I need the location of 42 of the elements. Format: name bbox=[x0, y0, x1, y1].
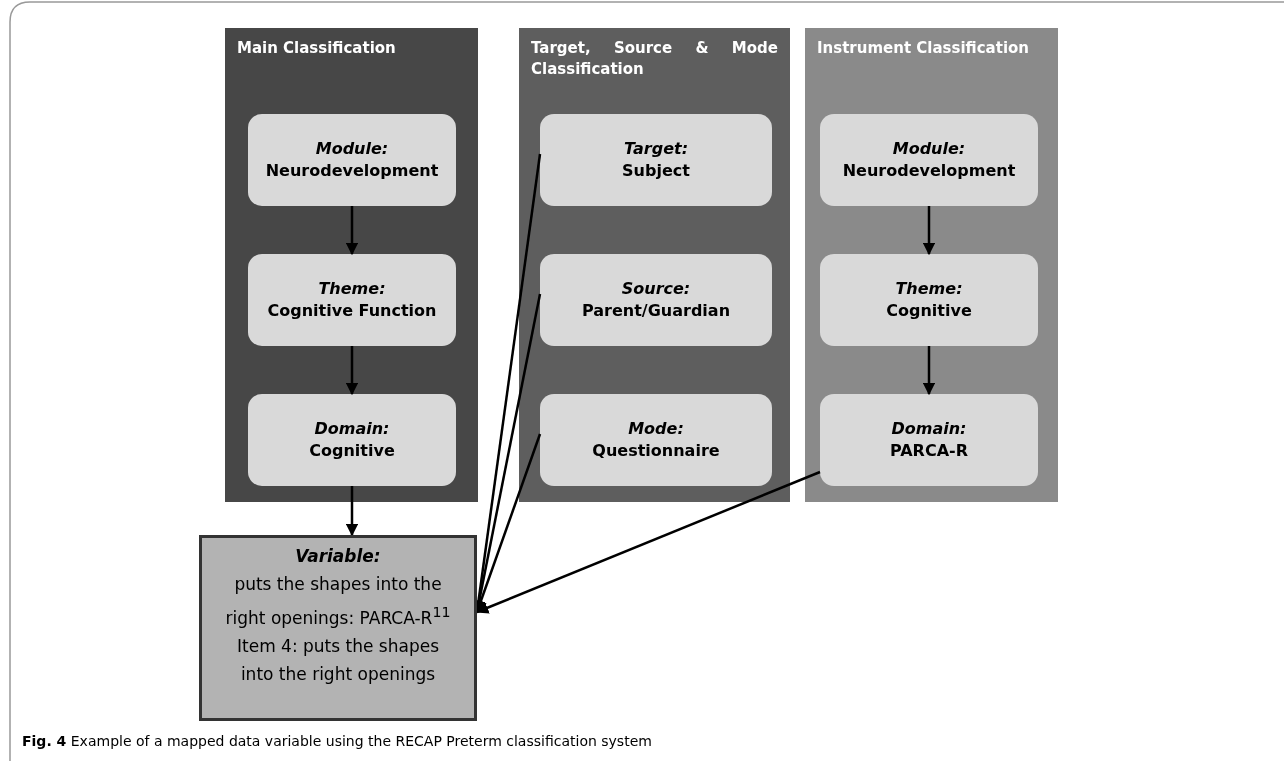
field-label: Theme: bbox=[318, 278, 386, 300]
panel-heading: Main Classification bbox=[237, 38, 397, 59]
classification-panel bbox=[225, 28, 478, 502]
category-box bbox=[540, 394, 772, 486]
field-label: Source: bbox=[621, 278, 691, 300]
field-value: PARCA-R bbox=[889, 440, 968, 462]
field-value: Cognitive Function bbox=[267, 300, 437, 322]
arrow bbox=[345, 486, 359, 537]
category-box bbox=[820, 394, 1038, 486]
field-label: Variable: bbox=[295, 545, 381, 568]
field-label: Domain: bbox=[891, 418, 967, 440]
category-box bbox=[820, 114, 1038, 206]
field-label: Target: bbox=[623, 138, 689, 160]
panel-heading: Instrument Classification bbox=[817, 38, 1030, 59]
arrow bbox=[922, 206, 936, 256]
field-label: Domain: bbox=[314, 418, 390, 440]
category-box bbox=[540, 254, 772, 346]
field-value: Cognitive bbox=[309, 440, 395, 462]
figure-caption: Fig. 4 Example of a mapped data variable using the RECAP Preterm classification system bbox=[22, 733, 652, 749]
category-box bbox=[248, 394, 456, 486]
classification-panel bbox=[519, 28, 790, 502]
category-box bbox=[248, 254, 456, 346]
field-value: Subject bbox=[622, 160, 690, 182]
variable-box bbox=[199, 535, 477, 721]
classification-panel bbox=[805, 28, 1058, 502]
category-box bbox=[820, 254, 1038, 346]
field-label: Mode: bbox=[628, 418, 684, 440]
field-label: Module: bbox=[315, 138, 389, 160]
field-label: Module: bbox=[892, 138, 966, 160]
field-value: Neurodevelopment bbox=[842, 160, 1016, 182]
field-value: Parent/Guardian bbox=[581, 300, 731, 322]
field-value: Questionnaire bbox=[592, 440, 720, 462]
arrow bbox=[345, 346, 359, 396]
field-value: Cognitive bbox=[886, 300, 972, 322]
category-box bbox=[248, 114, 456, 206]
category-box bbox=[540, 114, 772, 206]
arrow bbox=[345, 206, 359, 256]
field-value: Neurodevelopment bbox=[265, 160, 439, 182]
arrow bbox=[922, 346, 936, 396]
field-label: Theme: bbox=[895, 278, 963, 300]
panel-heading: Target, Source & Mode Classification bbox=[531, 38, 778, 80]
field-value: puts the shapes into the right openings: PARCA-R$^{11}$ Item 4: puts the shapes into the right openings bbox=[224, 573, 452, 686]
